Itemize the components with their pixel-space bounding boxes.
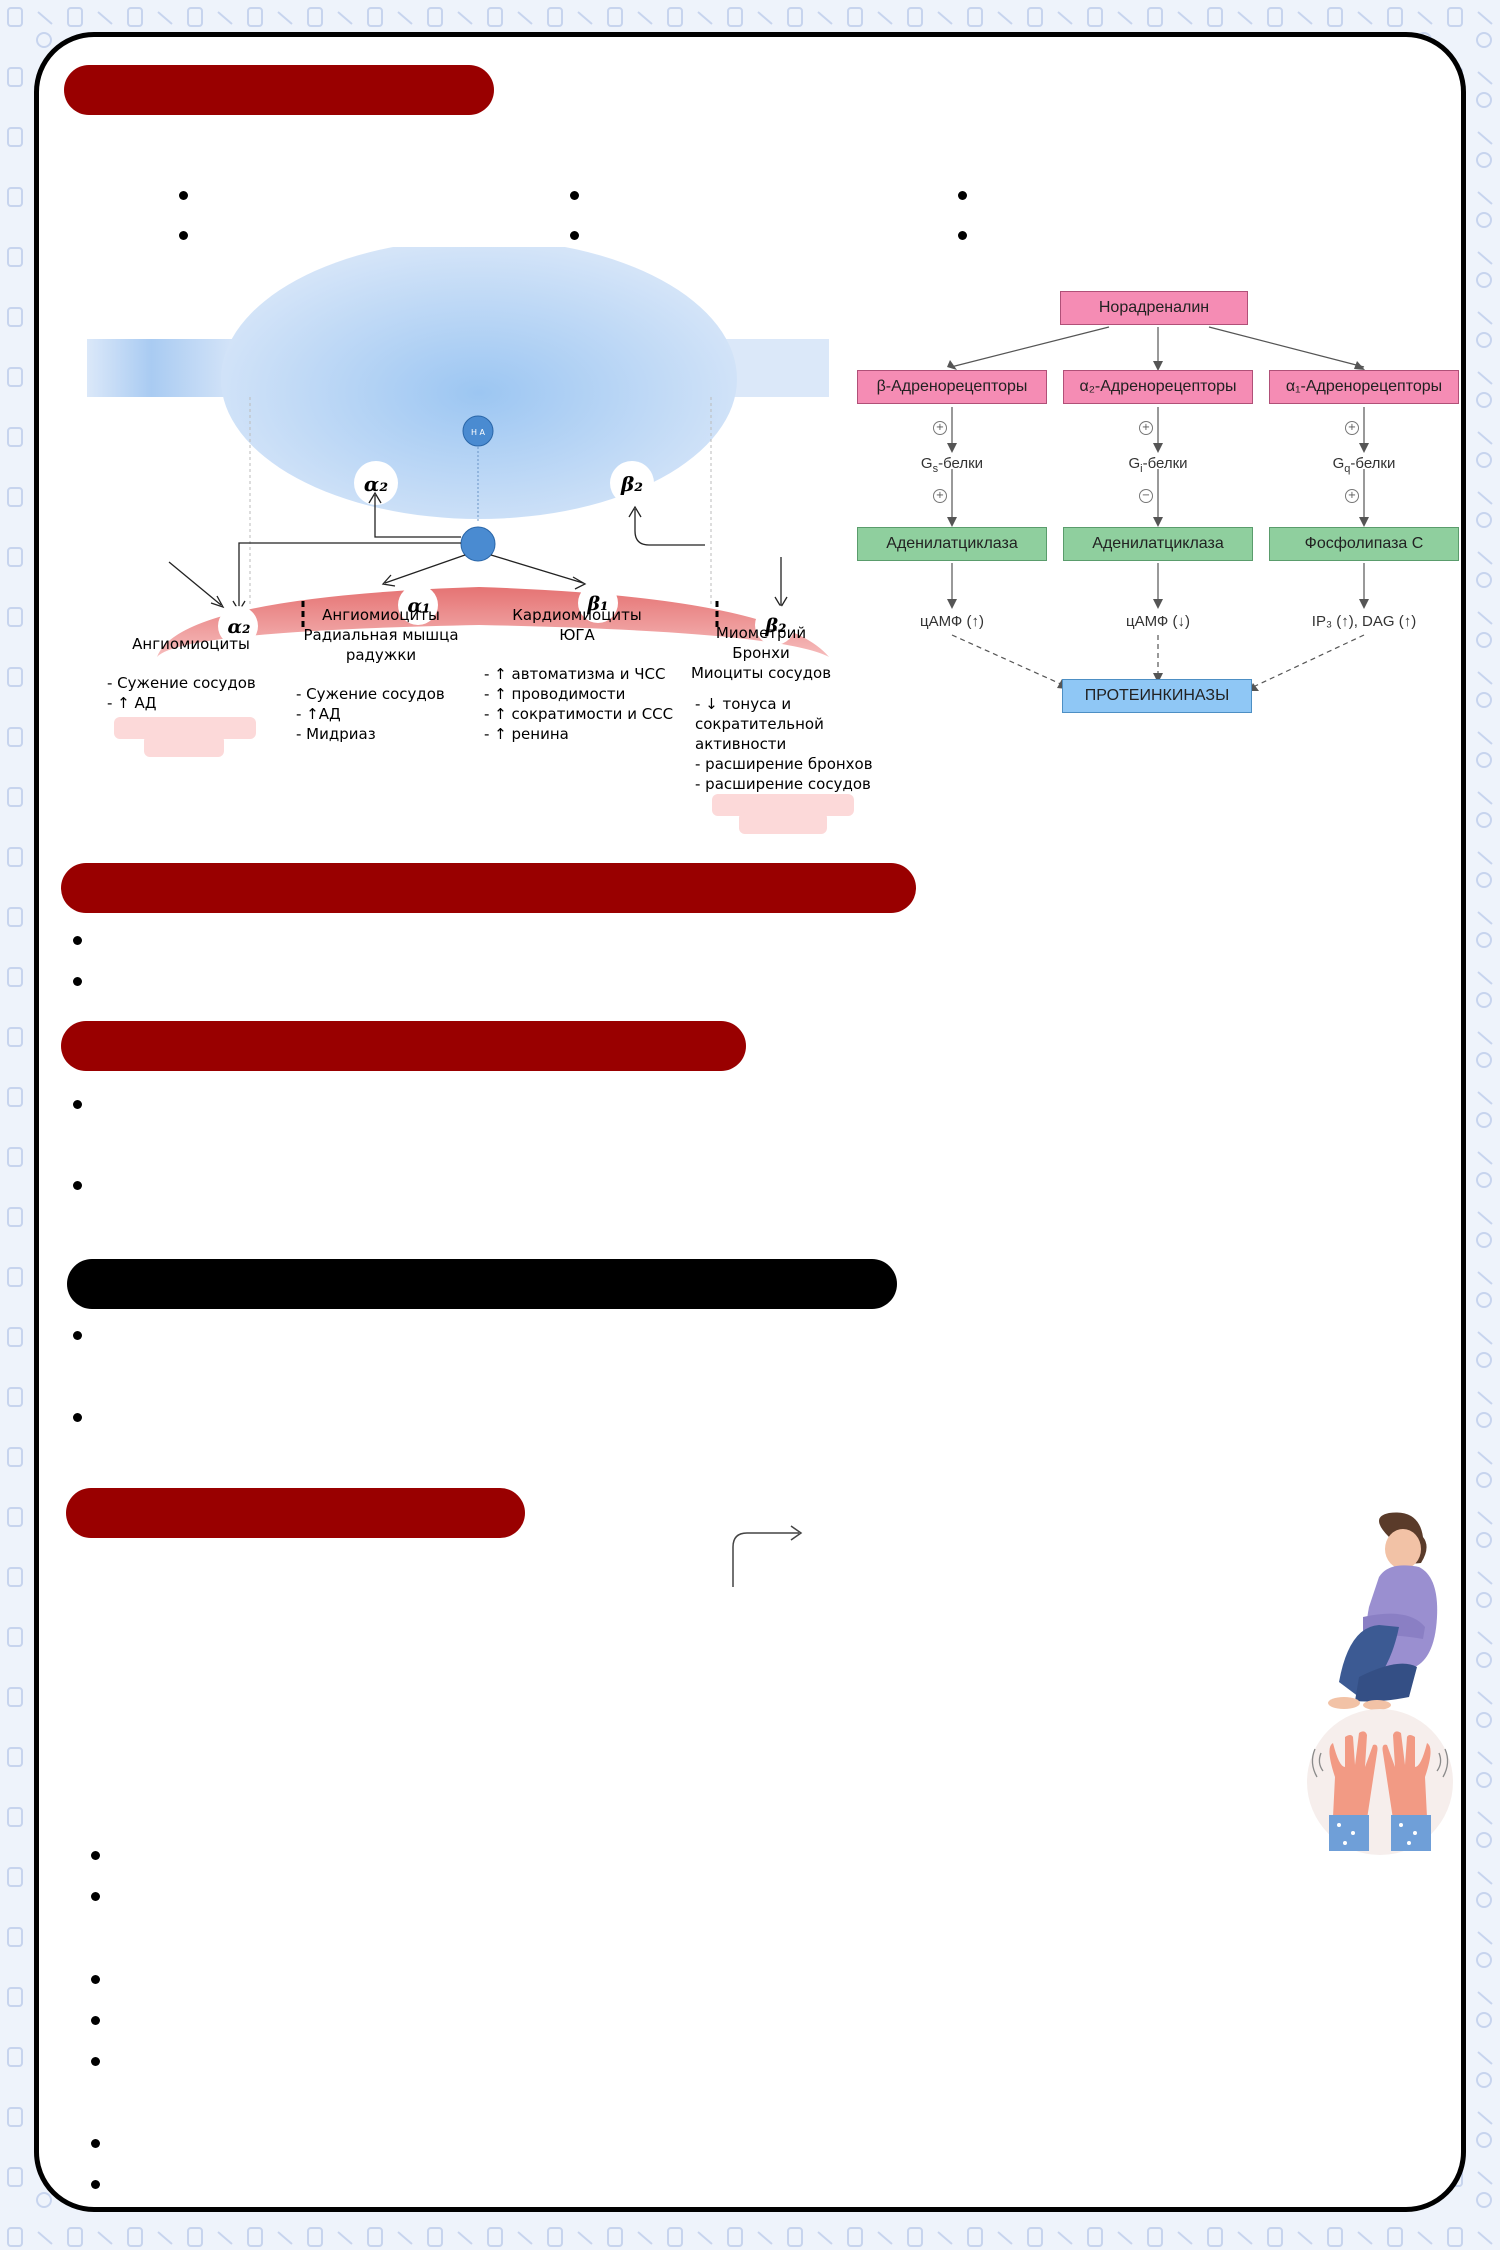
cell-head-3: Кардиомиоциты ЮГА <box>512 606 642 644</box>
cell-head-1: Ангиомиоциты <box>132 635 250 653</box>
flowchart-protein-gs: Gs-белки <box>921 455 983 475</box>
anxious-woman-illustration <box>1328 1512 1438 1710</box>
bullet <box>958 191 967 200</box>
placeholder-pad <box>739 812 827 834</box>
flowchart-sign: + <box>1345 489 1359 503</box>
presyn-receptor-beta2 <box>610 461 654 505</box>
section-banner-4 <box>67 1259 897 1309</box>
cell-effects-2: - Сужение сосудов - ↑АД - Мидриаз <box>296 685 445 743</box>
bullet <box>179 231 188 240</box>
protein-sub: s <box>932 463 939 475</box>
section-banner-1 <box>64 65 494 115</box>
bullet <box>91 1892 100 1901</box>
flowchart-sign: + <box>933 421 947 435</box>
cell-effects-4: - ↓ тонуса и сократительной активности -… <box>695 695 873 793</box>
cell-effects-1: - Сужение сосудов - ↑ АД <box>107 674 256 712</box>
bullet <box>73 1100 82 1109</box>
corner-arrow-icon <box>732 1525 803 1587</box>
flowchart-protein-kinases: ПРОТЕИНКИНАЗЫ <box>1062 679 1252 713</box>
receptor-label: β₂ <box>620 472 643 496</box>
cell-head-4: Миометрий Бронхи Миоциты сосудов <box>690 624 832 682</box>
protein-sub: q <box>1344 463 1351 475</box>
protein-tail: -белки <box>1350 455 1396 472</box>
cell-head-2: Ангиомиоциты Радиальная мышца радужки <box>303 606 459 664</box>
post-receptor-alpha1 <box>398 585 438 625</box>
bullet <box>570 191 579 200</box>
bullet <box>73 1331 82 1340</box>
protein-main: G <box>920 455 933 472</box>
bullet <box>73 1413 82 1422</box>
placeholder-pad <box>114 717 256 739</box>
flowchart-sign: + <box>933 489 947 503</box>
flowchart-enzyme-3: Фосфолипаза C <box>1269 527 1459 561</box>
bullet <box>958 231 967 240</box>
bullet <box>73 1181 82 1190</box>
flowchart-sign: − <box>1139 489 1153 503</box>
cell-effects-3: - ↑ автоматизма и ЧСС - ↑ проводимости -… <box>484 665 674 743</box>
synapse-diagram: Н А α₂ β₂ α₂ α₁ β₁ β₂ <box>87 247 829 657</box>
flowchart-sign: + <box>1139 421 1153 435</box>
bullet <box>570 231 579 240</box>
bullet <box>91 1975 100 1984</box>
flowchart-enzyme-1: Аденилатциклаза <box>857 527 1047 561</box>
protein-tail: -белки <box>1142 455 1188 472</box>
flowchart-receptor-beta: β-Адренорецепторы <box>857 370 1047 404</box>
bullet <box>91 2180 100 2189</box>
flowchart-protein-gi: Gi-белки <box>1128 455 1187 475</box>
content-card: Н А α₂ β₂ α₂ α₁ β₁ β₂ <box>34 32 1466 2212</box>
bullet <box>73 936 82 945</box>
flowchart-arrows <box>947 326 1369 691</box>
receptor-label: α₂ <box>228 616 251 638</box>
flowchart-sign: + <box>1345 421 1359 435</box>
bullet <box>91 2057 100 2066</box>
post-receptor-beta2 <box>755 605 795 645</box>
section-banner-5 <box>66 1488 525 1538</box>
section-banner-2 <box>61 863 916 913</box>
bullet <box>91 2016 100 2025</box>
protein-tail: -белки <box>938 455 984 472</box>
protein-main: G <box>1332 455 1345 472</box>
protein-sub: i <box>1140 463 1143 475</box>
flowchart-messenger-2: цАМФ (↓) <box>1126 613 1190 630</box>
bullet <box>91 2139 100 2148</box>
tremor-hands-illustration <box>1307 1709 1453 1855</box>
bullet <box>73 977 82 986</box>
post-receptor-beta1 <box>578 583 618 623</box>
flowchart-messenger-1: цАМФ (↑) <box>920 613 984 630</box>
receptor-label: β₂ <box>765 615 787 637</box>
noradrenaline-molecule <box>460 526 496 562</box>
placeholder-pad <box>144 735 224 757</box>
flowchart-noradrenaline: Норадреналин <box>1060 291 1248 325</box>
section-banner-3 <box>61 1021 746 1071</box>
receptor-label: α₁ <box>408 595 431 617</box>
receptor-label: α₂ <box>364 472 388 496</box>
presyn-receptor-alpha2 <box>354 461 398 505</box>
flowchart-receptor-alpha1: α₁-Адренорецепторы <box>1269 370 1459 404</box>
flowchart-protein-gq: Gq-белки <box>1333 455 1396 475</box>
bullet <box>179 191 188 200</box>
placeholder-pad <box>712 794 854 816</box>
protein-main: G <box>1128 455 1141 472</box>
flowchart-receptor-alpha2: α₂-Адренорецепторы <box>1063 370 1253 404</box>
bullet <box>91 1851 100 1860</box>
flowchart-messenger-3: IP₃ (↑), DAG (↑) <box>1311 613 1417 630</box>
vesicle-label: Н А <box>471 428 486 437</box>
flowchart-enzyme-2: Аденилатциклаза <box>1063 527 1253 561</box>
post-receptor-alpha2 <box>218 606 258 646</box>
vesicle <box>462 415 494 447</box>
postsynaptic-membrane <box>157 587 829 657</box>
axon-left <box>87 339 247 397</box>
presynaptic-terminal <box>221 247 737 519</box>
receptor-label: β₁ <box>587 593 609 615</box>
